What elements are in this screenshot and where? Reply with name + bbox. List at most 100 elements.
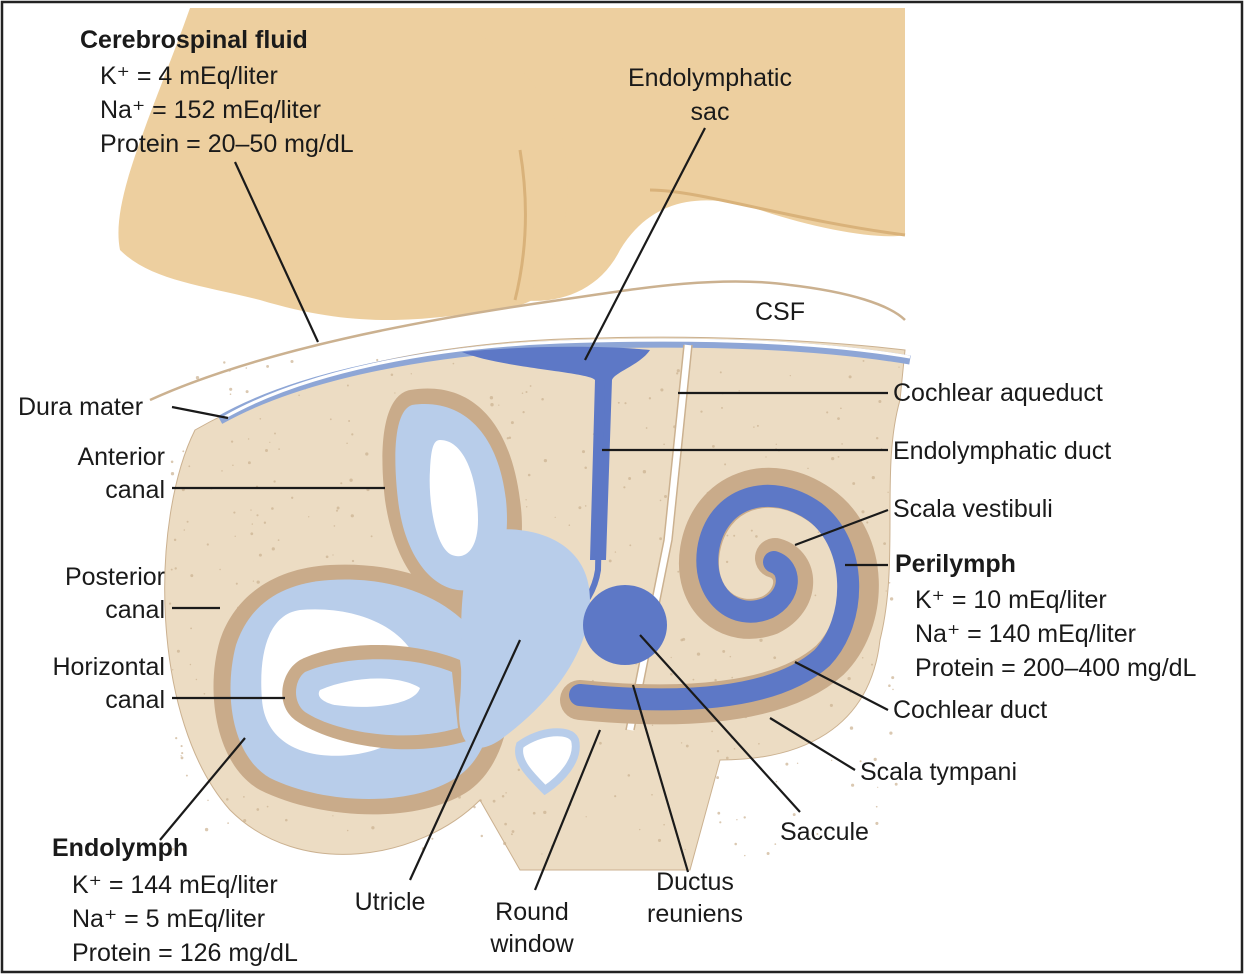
bone-speckle — [887, 492, 888, 493]
bone-speckle — [177, 650, 180, 653]
bone-speckle — [518, 769, 520, 771]
bone-speckle — [671, 657, 672, 658]
bone-speckle — [731, 677, 733, 679]
bone-speckle — [227, 822, 229, 824]
bone-speckle — [278, 448, 280, 450]
bone-speckle — [815, 595, 817, 597]
bone-speckle — [498, 404, 499, 405]
bone-speckle — [651, 794, 653, 796]
bone-speckle — [628, 774, 631, 777]
bone-speckle — [663, 824, 665, 826]
bone-speckle — [411, 373, 412, 374]
bone-speckle — [219, 569, 220, 570]
bone-speckle — [891, 676, 894, 679]
bone-speckle — [285, 819, 288, 822]
bone-speckle — [578, 506, 581, 509]
bone-speckle — [851, 784, 854, 787]
bone-speckle — [681, 742, 682, 743]
bone-speckle — [273, 480, 275, 482]
bone-speckle — [765, 456, 766, 457]
bone-speckle — [232, 465, 234, 467]
bone-speckle — [826, 411, 828, 413]
bone-speckle — [863, 360, 865, 362]
bone-speckle — [221, 470, 223, 472]
bone-speckle — [623, 486, 625, 488]
bone-speckle — [685, 849, 686, 850]
label-posterior-canal-line2: canal — [105, 596, 165, 624]
bone-speckle — [889, 582, 891, 584]
bone-speckle — [850, 692, 851, 693]
label-csf: CSF — [755, 298, 805, 326]
bone-speckle — [658, 839, 661, 842]
bone-speckle — [503, 842, 506, 845]
endolymph-title: Endolymph — [52, 834, 188, 862]
bone-speckle — [697, 652, 700, 655]
bone-speckle — [511, 421, 514, 424]
bone-speckle — [266, 365, 269, 368]
label-endolymphatic-sac-line2: sac — [691, 98, 730, 126]
bone-speckle — [670, 673, 673, 676]
bone-speckle — [719, 821, 721, 823]
bone-speckle — [243, 819, 246, 822]
bone-speckle — [793, 813, 796, 816]
bone-speckle — [744, 855, 745, 856]
bone-speckle — [871, 664, 873, 666]
bone-speckle — [522, 392, 523, 393]
bone-speckle — [290, 360, 293, 363]
bone-speckle — [250, 532, 253, 535]
label-posterior-canal-line1: Posterior — [65, 563, 165, 591]
bone-speckle — [187, 521, 189, 523]
bone-speckle — [883, 542, 886, 545]
bone-speckle — [371, 826, 374, 829]
bone-speckle — [181, 745, 183, 747]
bone-speckle — [838, 456, 840, 458]
bone-speckle — [509, 436, 512, 439]
bone-speckle — [481, 835, 483, 837]
label-saccule: Saccule — [780, 818, 869, 846]
bone-speckle — [861, 510, 864, 513]
bone-speckle — [525, 499, 526, 500]
bone-speckle — [615, 551, 616, 552]
label-anterior-canal-line1: Anterior — [77, 443, 165, 471]
bone-speckle — [886, 590, 887, 591]
bone-speckle — [186, 775, 188, 777]
saccule — [583, 585, 667, 665]
bone-speckle — [700, 411, 702, 413]
bone-speckle — [188, 465, 190, 467]
label-horizontal-canal-line2: canal — [105, 686, 165, 714]
bone-speckle — [541, 853, 542, 854]
bone-speckle — [269, 442, 270, 443]
bone-speckle — [643, 470, 646, 473]
bone-speckle — [734, 748, 736, 750]
bone-speckle — [260, 418, 262, 420]
bone-speckle — [246, 367, 248, 369]
label-scala-tympani: Scala tympani — [860, 758, 1017, 786]
bone-speckle — [330, 418, 332, 420]
bone-speckle — [502, 795, 505, 798]
endolymph-na: Na⁺ = 5 mEq/liter — [72, 905, 265, 933]
bone-speckle — [182, 450, 184, 452]
bone-speckle — [522, 411, 524, 413]
bone-speckle — [174, 539, 176, 541]
bone-speckle — [340, 482, 342, 484]
bone-speckle — [726, 757, 729, 760]
bone-speckle — [190, 574, 193, 577]
bone-speckle — [171, 472, 174, 475]
bone-speckle — [569, 524, 571, 526]
bone-speckle — [479, 799, 482, 802]
bone-speckle — [351, 433, 353, 435]
bone-speckle — [235, 536, 236, 537]
bone-speckle — [660, 500, 662, 502]
bone-speckle — [171, 461, 174, 464]
bone-speckle — [582, 450, 585, 453]
bone-speckle — [711, 731, 713, 733]
bone-speckle — [618, 402, 620, 404]
bone-speckle — [659, 537, 662, 540]
bone-speckle — [776, 781, 778, 783]
bone-speckle — [229, 388, 232, 391]
bone-speckle — [831, 457, 834, 460]
bone-speckle — [231, 440, 233, 442]
bone-speckle — [797, 763, 798, 764]
bone-speckle — [169, 603, 171, 605]
bone-speckle — [877, 787, 878, 788]
